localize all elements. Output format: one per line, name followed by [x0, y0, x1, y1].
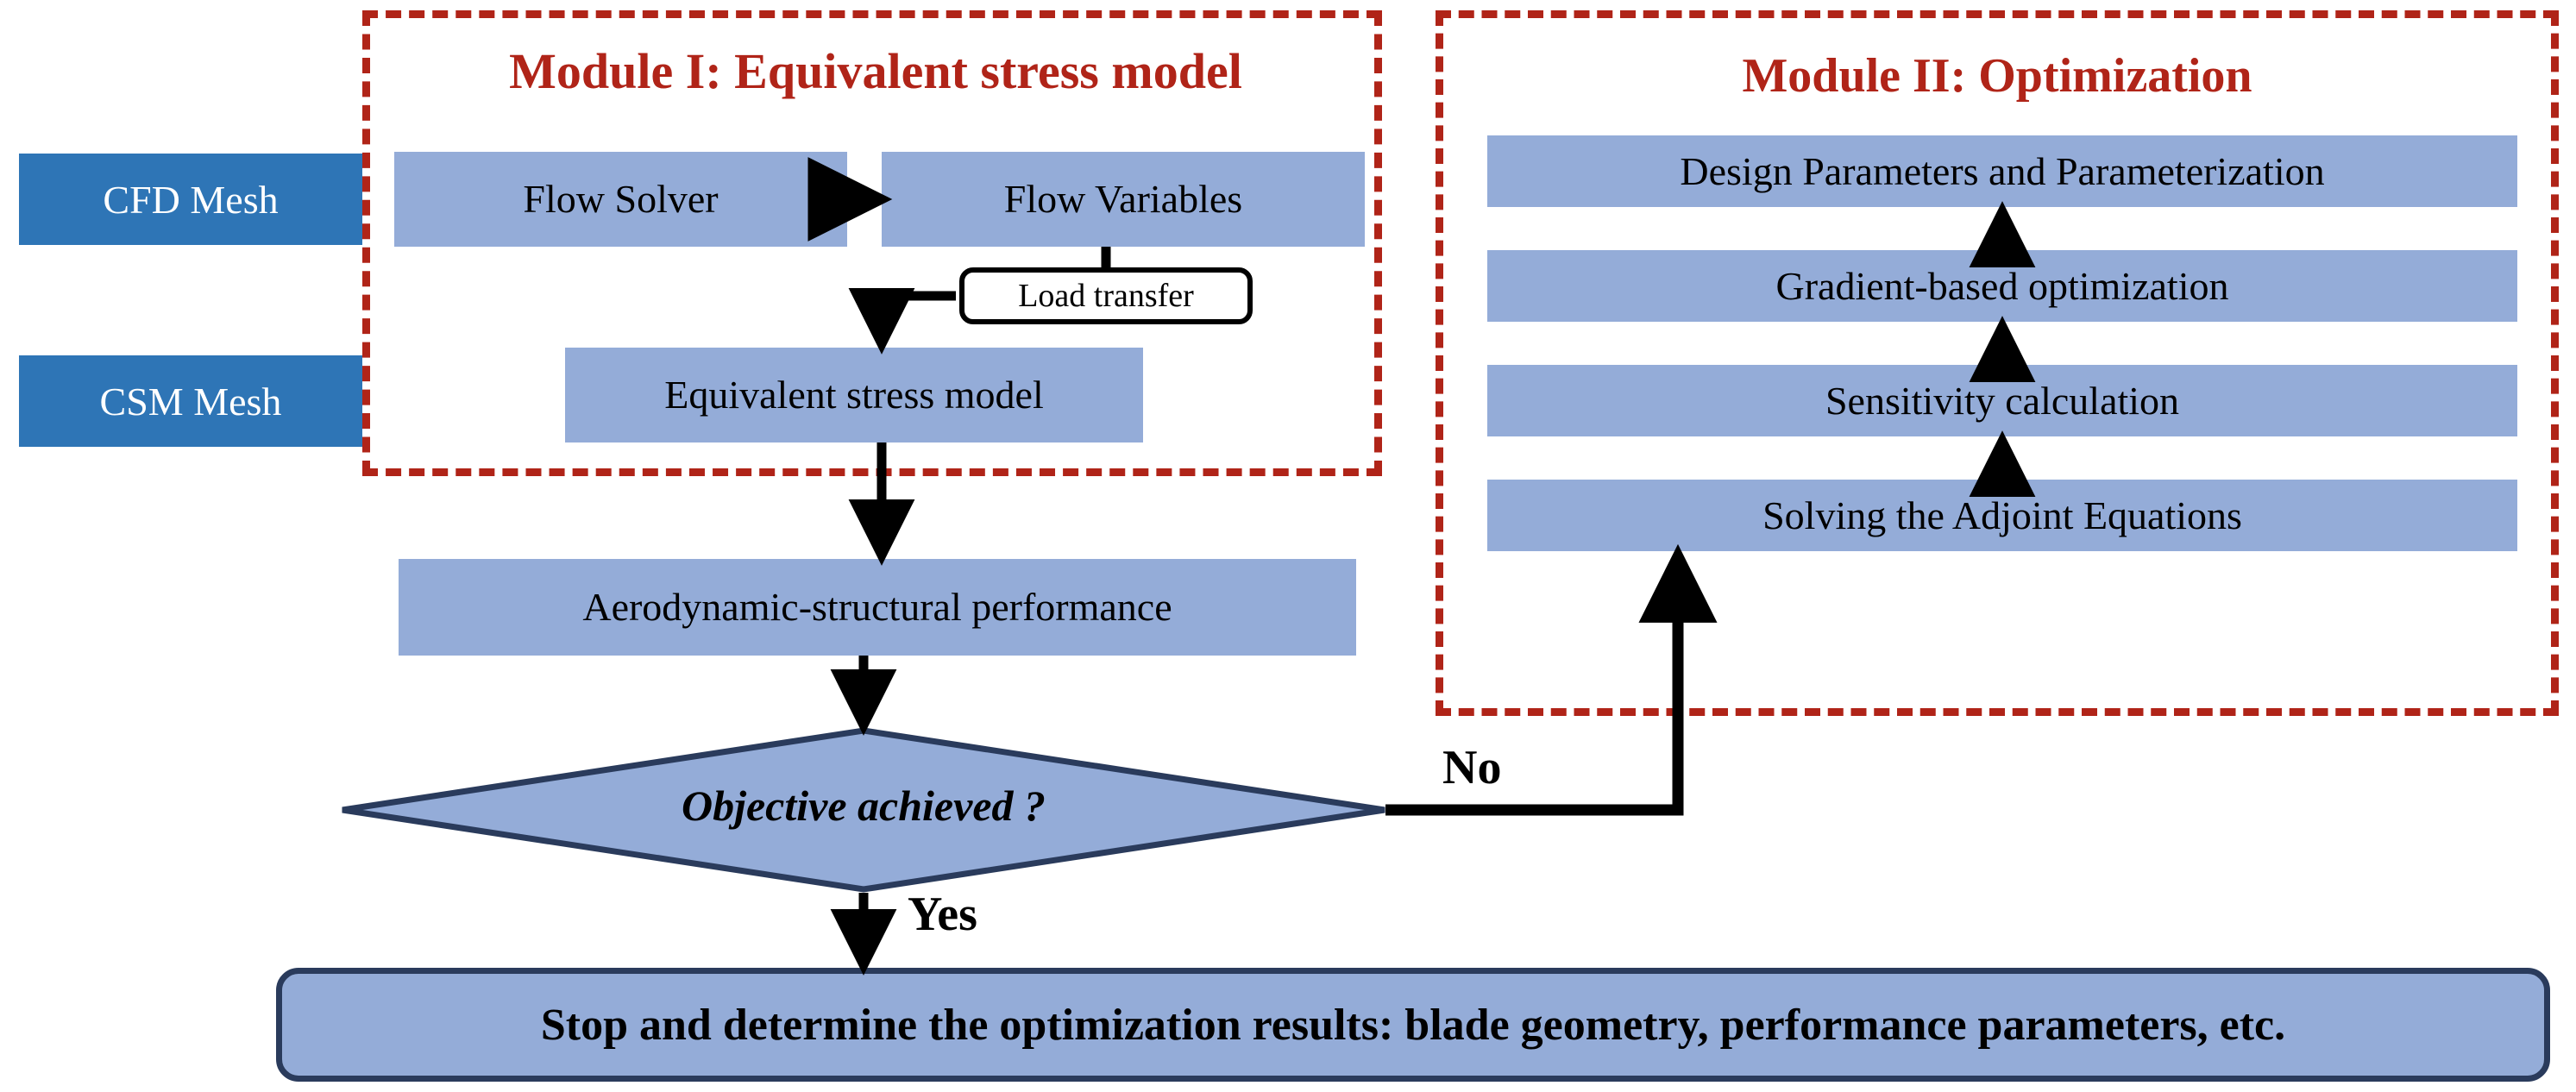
terminal-stop-box[interactable]: Stop and determine the optimization resu… — [276, 968, 2550, 1082]
branch-label-yes: Yes — [908, 888, 977, 941]
cfd-mesh-box[interactable]: CFD Mesh — [19, 154, 362, 245]
module-2-title: Module II: Optimization — [1742, 49, 2252, 103]
gradient-based-optimization-box[interactable]: Gradient-based optimization — [1487, 250, 2517, 322]
decision-label: Objective achieved ? — [681, 781, 1046, 830]
csm-mesh-box[interactable]: CSM Mesh — [19, 355, 362, 447]
module-1-frame — [362, 10, 1382, 476]
design-parameters-box[interactable]: Design Parameters and Parameterization — [1487, 135, 2517, 207]
aerodynamic-structural-performance-box[interactable]: Aerodynamic-structural performance — [399, 559, 1356, 656]
module-1-title: Module I: Equivalent stress model — [509, 43, 1242, 99]
load-transfer-annotation-box[interactable]: Load transfer — [959, 267, 1253, 324]
sensitivity-calculation-box[interactable]: Sensitivity calculation — [1487, 365, 2517, 436]
solving-adjoint-equations-box[interactable]: Solving the Adjoint Equations — [1487, 480, 2517, 551]
module-2-frame — [1436, 10, 2559, 716]
flow-variables-box[interactable]: Flow Variables — [882, 152, 1365, 247]
branch-label-no: No — [1442, 741, 1502, 794]
flow-solver-box[interactable]: Flow Solver — [394, 152, 847, 247]
diamond-shape — [342, 727, 1385, 893]
equivalent-stress-model-box[interactable]: Equivalent stress model — [565, 348, 1143, 442]
objective-decision-diamond[interactable] — [339, 727, 1388, 893]
